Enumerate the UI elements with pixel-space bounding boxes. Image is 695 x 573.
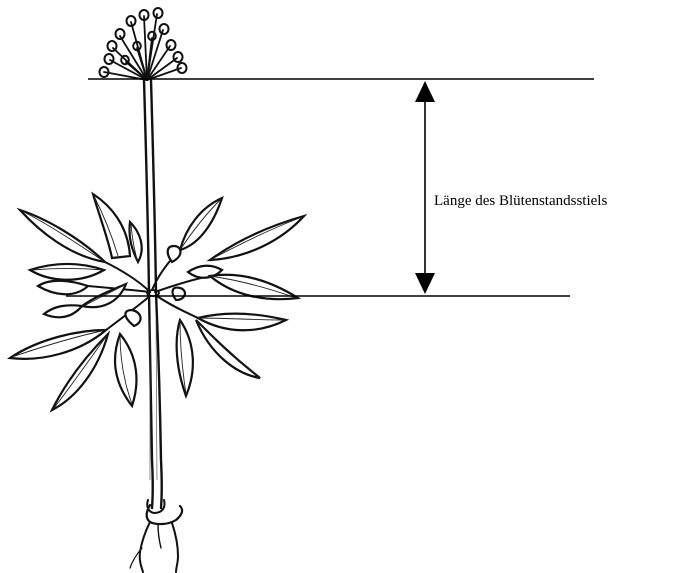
- measurement-label: Länge des Blütenstandsstiels: [434, 193, 607, 209]
- arrow-up-icon: [415, 81, 435, 102]
- plant-root: [130, 505, 182, 572]
- plant-illustration: [10, 8, 304, 572]
- plant-inflorescence: [100, 8, 187, 80]
- arrow-down-icon: [415, 273, 435, 294]
